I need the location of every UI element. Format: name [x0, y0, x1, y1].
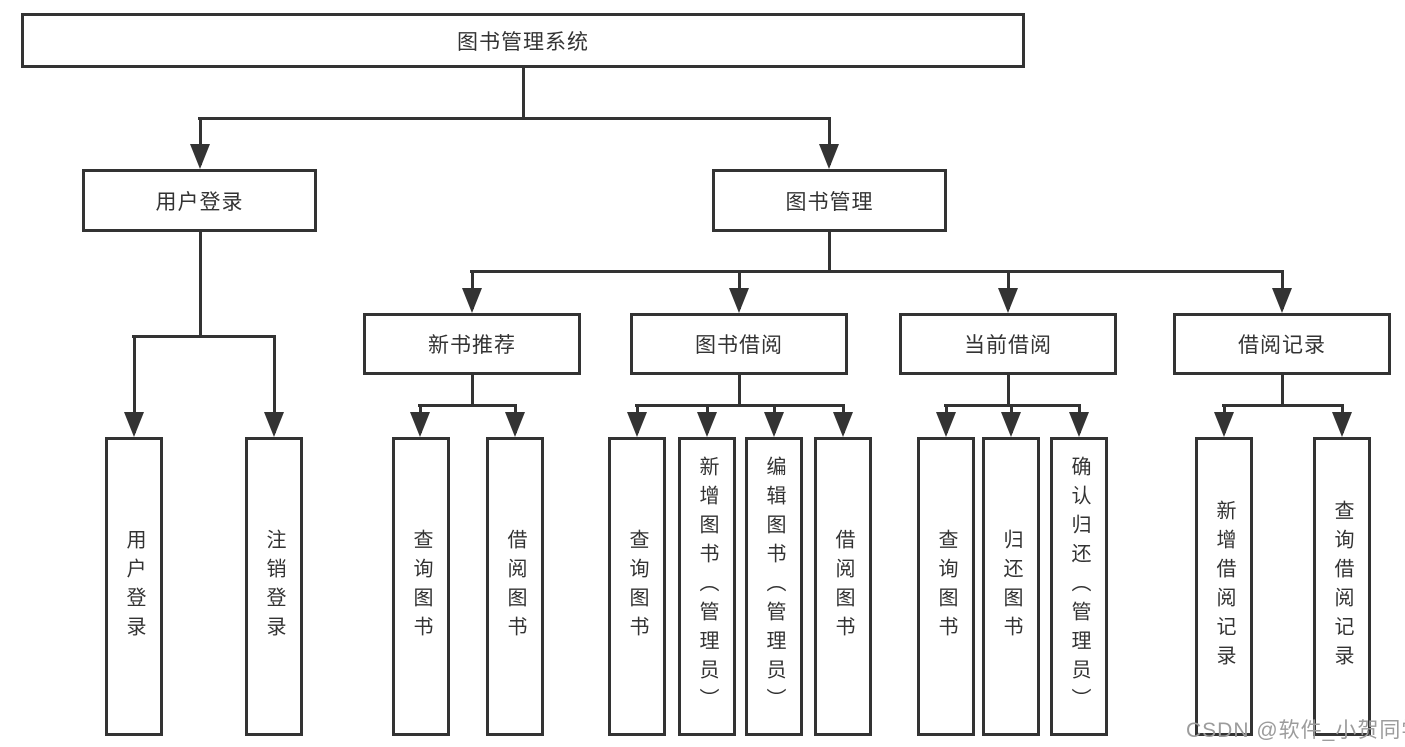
node-leaf-query-books-current: 查询图书	[917, 437, 975, 736]
node-label: 归还图书	[1000, 528, 1022, 645]
connector-vline	[522, 68, 525, 118]
arrow-down-icon	[1272, 288, 1292, 313]
arrow-down-icon	[1069, 412, 1089, 437]
connector-vline	[133, 336, 136, 433]
node-user-login: 用户登录	[82, 169, 317, 232]
node-book-borrowing: 图书借阅	[630, 313, 848, 375]
node-library-management-system: 图书管理系统	[21, 13, 1025, 68]
arrow-down-icon	[729, 288, 749, 313]
arrow-down-icon	[505, 412, 525, 437]
node-book-management: 图书管理	[712, 169, 947, 232]
node-leaf-add-books-admin: 新增图书（管理员）	[678, 437, 736, 736]
arrow-down-icon	[764, 412, 784, 437]
node-label: 查询图书	[935, 528, 957, 645]
arrow-down-icon	[627, 412, 647, 437]
node-leaf-query-borrow-record: 查询借阅记录	[1313, 437, 1371, 736]
connector-vline	[738, 375, 741, 405]
node-label: 注销登录	[263, 528, 285, 645]
connector-vline	[273, 336, 276, 433]
connector-hline	[470, 270, 1284, 273]
node-label: 查询图书	[410, 528, 432, 645]
arrow-down-icon	[124, 412, 144, 437]
arrow-down-icon	[998, 288, 1018, 313]
node-label: 借阅记录	[1238, 334, 1326, 357]
node-label: 用户登录	[155, 190, 244, 214]
node-label: 当前借阅	[964, 334, 1052, 357]
node-leaf-return-books: 归还图书	[982, 437, 1040, 736]
node-label: 编辑图书（管理员）	[763, 456, 785, 717]
connector-vline	[828, 232, 831, 271]
node-label: 用户登录	[123, 528, 145, 645]
node-label: 新增借阅记录	[1213, 499, 1235, 674]
arrow-down-icon	[936, 412, 956, 437]
connector-hline	[418, 404, 517, 407]
node-label: 查询图书	[626, 528, 648, 645]
node-leaf-logout: 注销登录	[245, 437, 303, 736]
node-label: 新增图书（管理员）	[696, 456, 718, 717]
node-leaf-add-borrow-record: 新增借阅记录	[1195, 437, 1253, 736]
node-leaf-borrow-books-borrow: 借阅图书	[814, 437, 872, 736]
node-leaf-confirm-return-admin: 确认归还（管理员）	[1050, 437, 1108, 736]
node-label: 图书管理	[785, 190, 874, 214]
connector-hline	[1222, 404, 1344, 407]
arrow-down-icon	[697, 412, 717, 437]
connector-vline	[199, 232, 202, 336]
connector-hline	[198, 117, 831, 120]
connector-vline	[471, 375, 474, 405]
node-leaf-borrow-books-newrec: 借阅图书	[486, 437, 544, 736]
connector-vline	[1007, 375, 1010, 405]
arrow-down-icon	[264, 412, 284, 437]
arrow-down-icon	[819, 144, 839, 169]
node-leaf-query-books-borrow: 查询图书	[608, 437, 666, 736]
node-label: 确认归还（管理员）	[1068, 456, 1090, 717]
arrow-down-icon	[462, 288, 482, 313]
node-borrowing-records: 借阅记录	[1173, 313, 1391, 375]
connector-vline	[1281, 375, 1284, 405]
arrow-down-icon	[190, 144, 210, 169]
node-current-borrowing: 当前借阅	[899, 313, 1117, 375]
connector-hline	[635, 404, 845, 407]
arrow-down-icon	[1001, 412, 1021, 437]
connector-vline	[199, 118, 202, 165]
arrow-down-icon	[1332, 412, 1352, 437]
node-label: 图书管理系统	[457, 30, 589, 54]
node-new-book-recommendation: 新书推荐	[363, 313, 581, 375]
arrow-down-icon	[410, 412, 430, 437]
connector-hline	[132, 335, 276, 338]
node-leaf-edit-books-admin: 编辑图书（管理员）	[745, 437, 803, 736]
arrow-down-icon	[833, 412, 853, 437]
node-label: 图书借阅	[695, 334, 783, 357]
node-label: 查询借阅记录	[1331, 499, 1353, 674]
arrow-down-icon	[1214, 412, 1234, 437]
connector-vline	[828, 118, 831, 165]
node-leaf-user-login: 用户登录	[105, 437, 163, 736]
node-label: 借阅图书	[504, 528, 526, 645]
csdn-watermark: CSDN @软件_小贺同学	[1186, 719, 1405, 742]
node-label: 新书推荐	[428, 334, 516, 357]
node-leaf-query-books-newrec: 查询图书	[392, 437, 450, 736]
node-label: 借阅图书	[832, 528, 854, 645]
